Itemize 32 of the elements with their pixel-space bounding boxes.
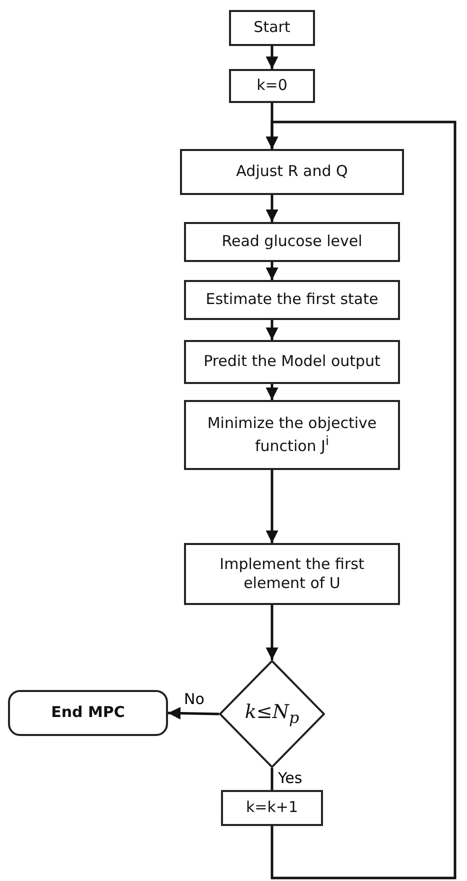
process-box — [184, 280, 400, 320]
process-box — [184, 543, 400, 605]
step-text: Estimate the first state — [206, 290, 378, 310]
process-box — [184, 400, 400, 470]
arrow — [266, 384, 278, 400]
process-box — [184, 222, 400, 262]
arrow — [266, 46, 278, 69]
step-text: Adjust R and Q — [236, 162, 348, 182]
step-text: End MPC — [51, 703, 125, 723]
condition-text: k≤N$_{p}$ — [244, 700, 300, 728]
step-text: Start — [254, 18, 290, 38]
arrow — [168, 707, 220, 720]
step-text: k=k+1 — [246, 798, 298, 818]
decision-diamond — [219, 660, 325, 768]
terminal-box — [8, 690, 168, 736]
arrow — [266, 195, 278, 222]
step-text: Predit the Model output — [204, 352, 380, 372]
step-text: Implement the first element of U — [218, 554, 366, 594]
process-box — [184, 340, 400, 384]
process-box — [180, 149, 404, 195]
arrow — [266, 262, 278, 280]
arrow — [266, 470, 278, 543]
process-box — [229, 10, 315, 46]
process-box — [229, 69, 315, 103]
step-text: Read glucose level — [222, 232, 362, 252]
arrow — [266, 120, 456, 880]
arrow — [266, 320, 278, 340]
step-text: k=0 — [256, 76, 288, 96]
arrow — [266, 605, 278, 660]
step-text: Minimize the objective function J$^{i}$ — [206, 414, 378, 456]
connector-line — [270, 768, 274, 790]
process-box — [221, 790, 323, 826]
